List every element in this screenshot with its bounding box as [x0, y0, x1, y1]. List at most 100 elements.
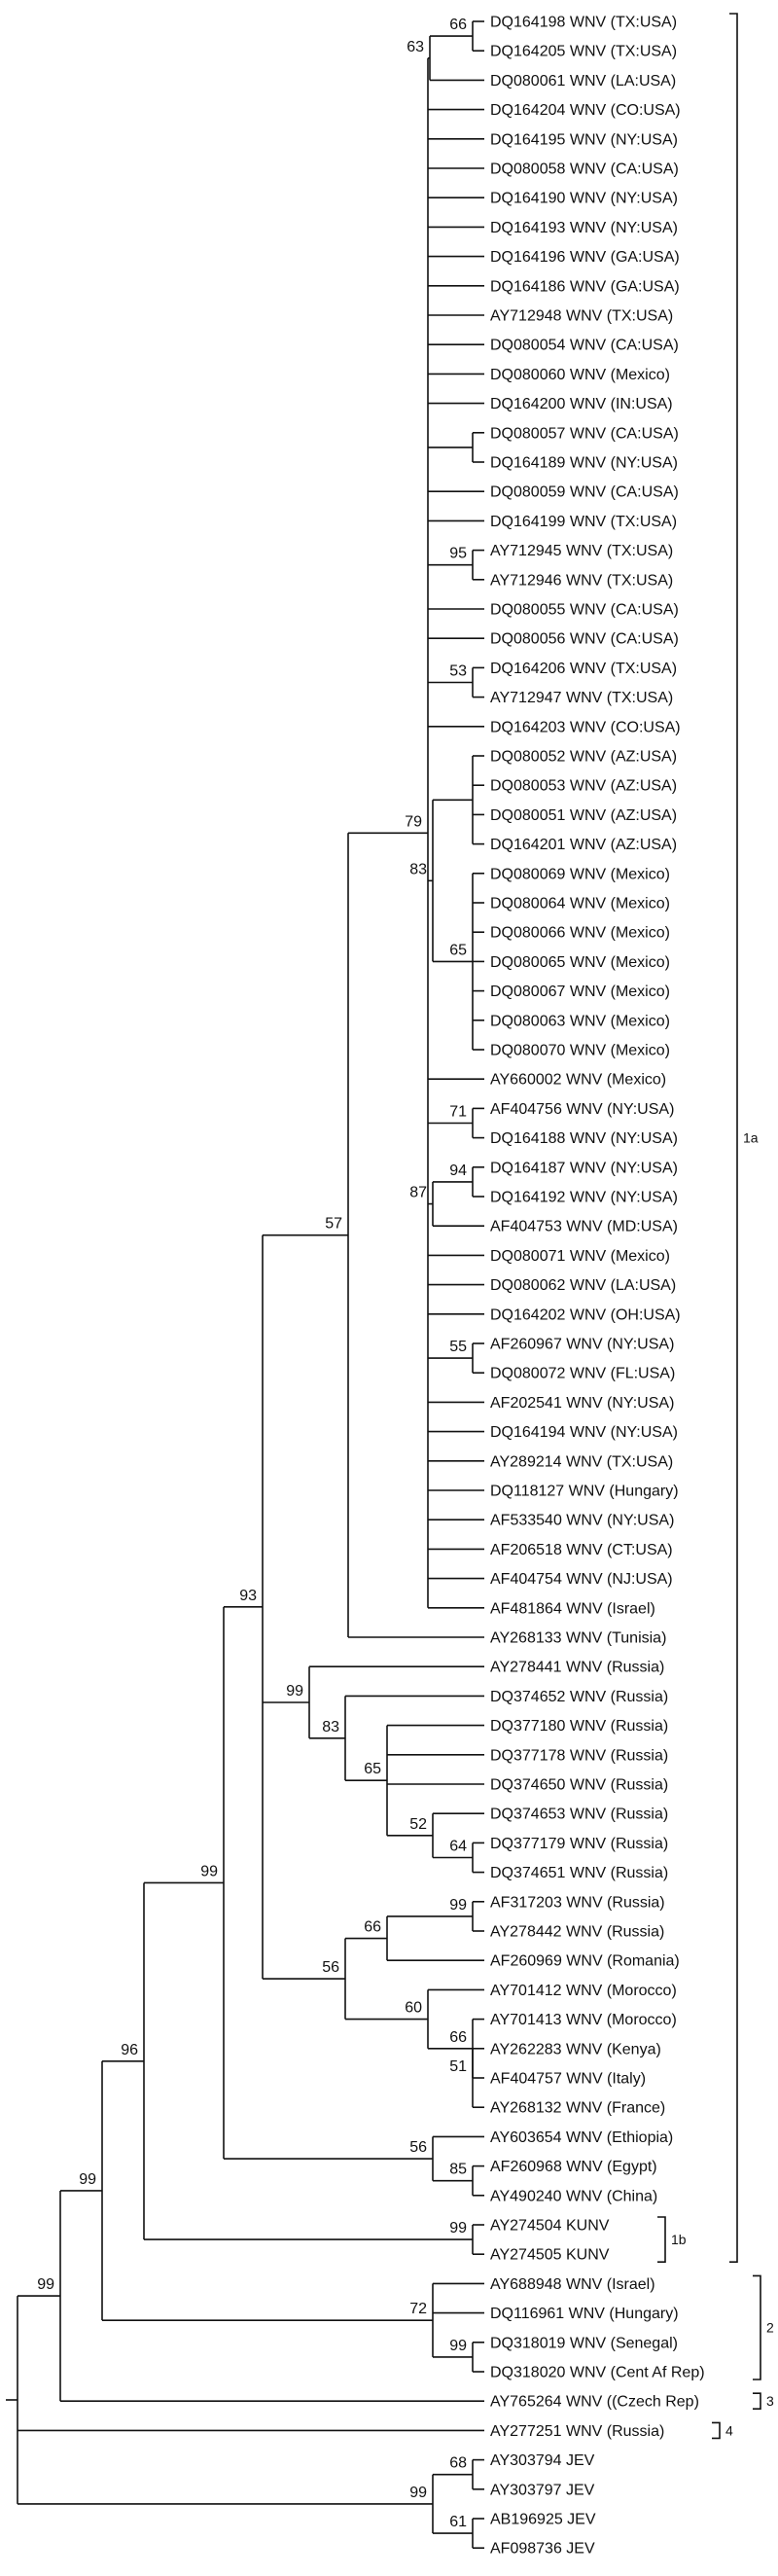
taxon-label: AY277251 WNV (Russia): [490, 2423, 664, 2440]
taxon-label: AY701413 WNV (Morocco): [490, 2012, 677, 2028]
taxon-label: DQ164194 WNV (NY:USA): [490, 1424, 678, 1441]
taxon-label: DQ164199 WNV (TX:USA): [490, 514, 677, 530]
taxon-label: DQ164193 WNV (NY:USA): [490, 220, 678, 236]
clade-label: 1a: [743, 1130, 759, 1146]
taxon-label: DQ080052 WNV (AZ:USA): [490, 749, 677, 766]
clade-label: 4: [725, 2422, 733, 2438]
taxon-label: AY490240 WNV (China): [490, 2188, 657, 2204]
clade-bracket: [753, 2274, 761, 2380]
taxon-label: AY289214 WNV (TX:USA): [490, 1453, 673, 1470]
taxon-label: DQ164189 WNV (NY:USA): [490, 455, 678, 472]
taxon-label: AF404753 WNV (MD:USA): [490, 1219, 678, 1235]
taxon-label: AF260967 WNV (NY:USA): [490, 1337, 674, 1353]
clade-brackets: 1a 1b 2 3 4: [657, 13, 774, 2440]
taxon-label: AF202541 WNV (NY:USA): [490, 1395, 674, 1412]
support-value: 99: [37, 2276, 54, 2293]
taxon-label: DQ374652 WNV (Russia): [490, 1689, 668, 1705]
taxon-label: DQ080063 WNV (Mexico): [490, 1013, 670, 1029]
taxon-label: DQ164188 WNV (NY:USA): [490, 1130, 678, 1147]
taxon-label: AF206518 WNV (CT:USA): [490, 1542, 673, 1558]
taxon-label: DQ318020 WNV (Cent Af Rep): [490, 2365, 705, 2381]
support-value: 93: [239, 1588, 257, 1604]
clade-bracket: [753, 2392, 761, 2410]
support-value: 95: [449, 546, 467, 562]
taxon-label: AY712948 WNV (TX:USA): [490, 308, 673, 325]
taxon-label: DQ080058 WNV (CA:USA): [490, 161, 679, 178]
support-value: 53: [449, 663, 467, 680]
support-value: 96: [121, 2042, 138, 2058]
support-values: 6663955365837194875579576452658399996651…: [37, 17, 467, 2530]
clade-label: 2: [766, 2320, 774, 2336]
support-value: 71: [449, 1104, 467, 1121]
support-value: 60: [405, 2000, 422, 2017]
taxon-label: DQ374651 WNV (Russia): [490, 1865, 668, 1881]
tree-branches: [6, 20, 484, 2549]
support-value: 99: [449, 2220, 467, 2236]
support-value: 66: [449, 2029, 467, 2046]
taxon-label: DQ164195 WNV (NY:USA): [490, 131, 678, 148]
taxon-label: DQ080070 WNV (Mexico): [490, 1043, 670, 1059]
support-value: 94: [449, 1163, 467, 1179]
taxon-label: AF260968 WNV (Egypt): [490, 2159, 657, 2175]
taxon-label: DQ374650 WNV (Russia): [490, 1777, 668, 1794]
taxon-label: DQ080071 WNV (Mexico): [490, 1248, 670, 1265]
taxon-label: AY268132 WNV (France): [490, 2100, 665, 2117]
support-value: 55: [449, 1339, 467, 1355]
taxon-label: DQ164206 WNV (TX:USA): [490, 661, 677, 677]
support-value: 68: [449, 2455, 467, 2472]
taxon-label: AY262283 WNV (Kenya): [490, 2041, 661, 2057]
clade-bracket: [729, 13, 738, 2263]
taxon-label: DQ164198 WNV (TX:USA): [490, 15, 677, 31]
taxon-label: DQ080067 WNV (Mexico): [490, 984, 670, 1000]
taxon-label: DQ164190 WNV (NY:USA): [490, 191, 678, 207]
support-value: 65: [449, 942, 467, 958]
taxon-label: DQ080065 WNV (Mexico): [490, 954, 670, 971]
taxon-label: AY660002 WNV (Mexico): [490, 1072, 666, 1089]
taxon-label: DQ377178 WNV (Russia): [490, 1747, 668, 1764]
taxon-label: AY765264 WNV ((Czech Rep): [490, 2394, 699, 2411]
taxon-label: AY303794 JEV: [490, 2452, 595, 2469]
taxon-label: AF481864 WNV (Israel): [490, 1600, 655, 1617]
clade-bracket: [712, 2421, 721, 2440]
taxon-label: DQ080056 WNV (CA:USA): [490, 631, 679, 648]
support-value: 83: [409, 861, 427, 877]
taxon-label: AY274504 KUNV: [490, 2218, 610, 2235]
taxon-label: DQ164204 WNV (CO:USA): [490, 102, 681, 119]
taxon-label: DQ164192 WNV (NY:USA): [490, 1190, 678, 1206]
support-value: 56: [409, 2139, 427, 2156]
support-value: 99: [286, 1683, 303, 1699]
taxon-label: AF317203 WNV (Russia): [490, 1894, 665, 1911]
support-value: 56: [322, 1959, 339, 1976]
support-value: 72: [409, 2301, 427, 2317]
taxon-labels: DQ164198 WNV (TX:USA)DQ164205 WNV (TX:US…: [490, 15, 705, 2558]
clade-label: 3: [766, 2393, 774, 2409]
taxon-label: DQ080054 WNV (CA:USA): [490, 338, 679, 354]
taxon-label: AY701412 WNV (Morocco): [490, 1983, 677, 1999]
taxon-label: AY688948 WNV (Israel): [490, 2276, 655, 2293]
clade-label: 1b: [671, 2232, 687, 2247]
taxon-label: DQ080060 WNV (Mexico): [490, 367, 670, 383]
taxon-label: AF404757 WNV (Italy): [490, 2071, 646, 2088]
clade-bracket: [657, 2216, 666, 2263]
taxon-label: DQ164201 WNV (AZ:USA): [490, 837, 677, 853]
taxon-label: AY712946 WNV (TX:USA): [490, 572, 673, 589]
support-value: 65: [364, 1761, 381, 1777]
taxon-label: DQ164187 WNV (NY:USA): [490, 1160, 678, 1176]
support-value: 52: [409, 1816, 427, 1833]
taxon-label: DQ164186 WNV (GA:USA): [490, 278, 680, 295]
taxon-label: DQ116961 WNV (Hungary): [490, 2306, 679, 2322]
taxon-label: DQ374653 WNV (Russia): [490, 1807, 668, 1823]
taxon-label: DQ377179 WNV (Russia): [490, 1836, 668, 1852]
support-value: 66: [449, 17, 467, 33]
support-value: 99: [200, 1863, 218, 1879]
support-value: 85: [449, 2162, 467, 2178]
support-value: 99: [79, 2171, 96, 2188]
taxon-label: AF260969 WNV (Romania): [490, 1953, 680, 1970]
support-value: 79: [405, 813, 422, 830]
taxon-label: AF098736 JEV: [490, 2541, 595, 2558]
taxon-label: DQ080053 WNV (AZ:USA): [490, 778, 677, 795]
support-value: 99: [449, 1897, 467, 1914]
taxon-label: DQ164200 WNV (IN:USA): [490, 396, 673, 412]
taxon-label: DQ080062 WNV (LA:USA): [490, 1277, 676, 1294]
